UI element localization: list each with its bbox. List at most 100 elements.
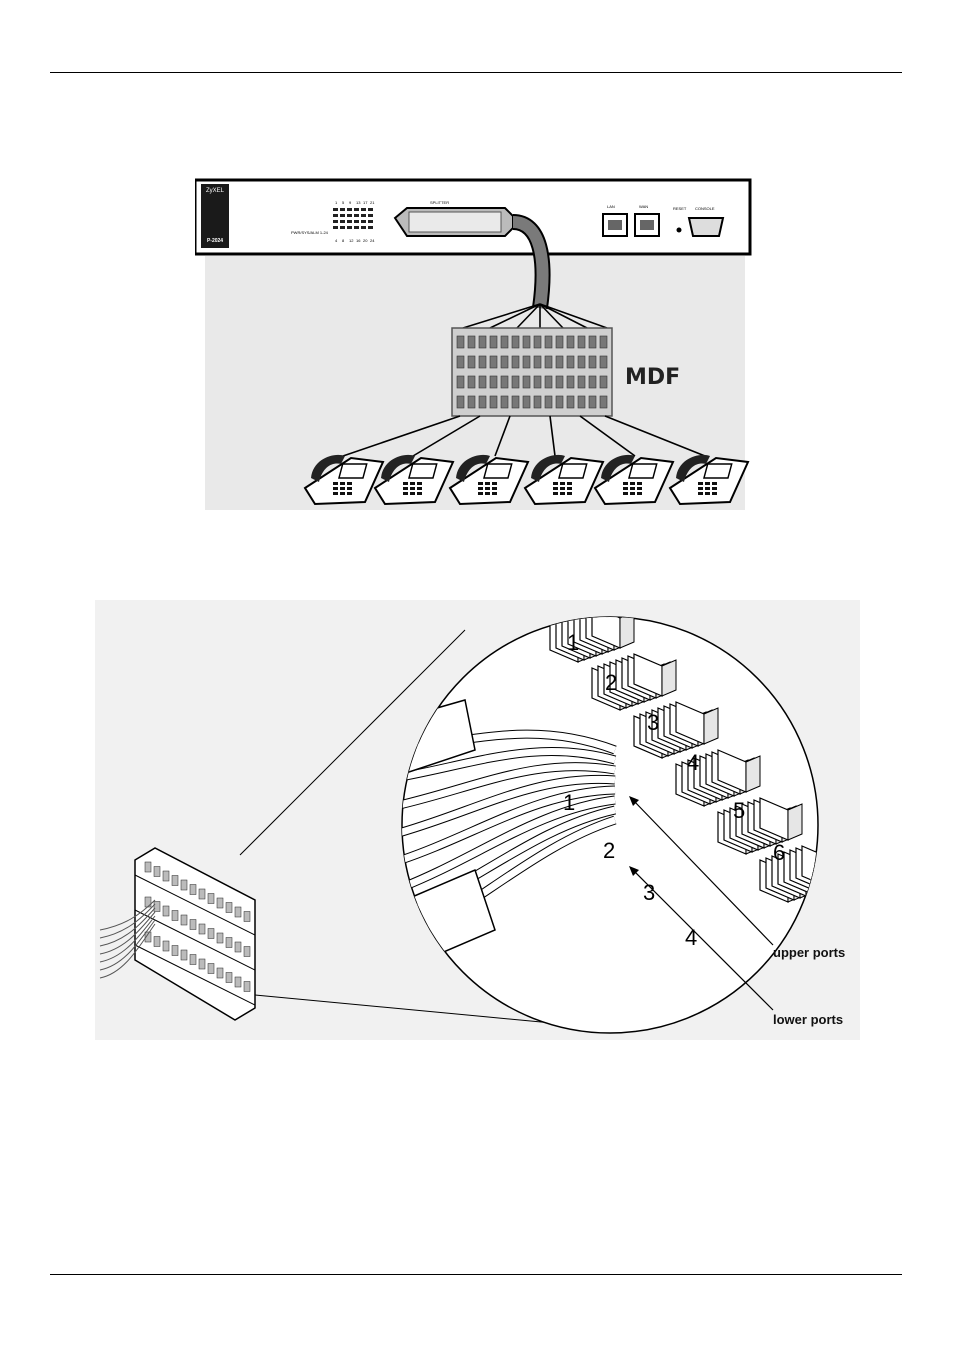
- mdf-terminal: [501, 396, 508, 408]
- brand-logo: ZyXEL: [206, 188, 225, 194]
- mdf-terminal: [512, 396, 519, 408]
- led: [368, 220, 373, 223]
- mdf-terminal: [523, 336, 530, 348]
- mdf-terminal: [578, 396, 585, 408]
- mdf-terminal: [501, 336, 508, 348]
- upper-ports-label: upper ports: [773, 945, 845, 960]
- mdf-terminal: [468, 336, 475, 348]
- led: [368, 226, 373, 229]
- mdf-terminal: [479, 356, 486, 368]
- model-label: P-2024: [207, 238, 223, 244]
- upper-port-number: 1: [567, 630, 579, 655]
- mdf-terminal: [567, 356, 574, 368]
- reset-button: [677, 228, 682, 233]
- mdf-terminal: [490, 396, 497, 408]
- mdf-terminal: [556, 396, 563, 408]
- led-number-bottom: 20: [363, 238, 368, 243]
- led: [354, 226, 359, 229]
- led: [361, 208, 366, 211]
- mdf-terminal: [556, 336, 563, 348]
- lower-ports-label: lower ports: [773, 1012, 843, 1027]
- mdf-terminal: [589, 396, 596, 408]
- lan-port: [603, 214, 627, 236]
- mdf-terminal: [468, 376, 475, 388]
- upper-port-number: 3: [647, 710, 659, 735]
- lower-port-number: 3: [643, 880, 655, 905]
- led: [368, 214, 373, 217]
- mdf-terminal: [523, 376, 530, 388]
- mdf-terminal: [479, 376, 486, 388]
- mdf-terminal: [523, 396, 530, 408]
- mdf-terminal: [545, 376, 552, 388]
- mdf-terminal: [457, 376, 464, 388]
- mdf-terminal: [545, 396, 552, 408]
- mdf-terminal: [490, 336, 497, 348]
- mdf-terminal: [457, 396, 464, 408]
- led-legend: PWR/SYS/ALM 1-24: [291, 230, 329, 235]
- header-rule: [50, 72, 902, 73]
- mdf-terminal: [600, 396, 607, 408]
- led-number-top: 17: [363, 200, 368, 205]
- reset-label: RESET: [673, 206, 687, 211]
- mdf-terminal: [457, 336, 464, 348]
- led-number-bottom: 24: [370, 238, 375, 243]
- led: [340, 214, 345, 217]
- led: [333, 208, 338, 211]
- mdf-terminal: [600, 376, 607, 388]
- mdf-terminal: [578, 356, 585, 368]
- lower-port-number: 1: [563, 790, 575, 815]
- mdf-terminal: [578, 376, 585, 388]
- mdf-terminal: [545, 356, 552, 368]
- connector-label: SPLITTER: [430, 200, 449, 205]
- mdf-block: [452, 328, 612, 416]
- led: [347, 208, 352, 211]
- mdf-terminal: [556, 376, 563, 388]
- footer-rule: [50, 1274, 902, 1275]
- mdf-terminal: [578, 336, 585, 348]
- mdf-terminal: [512, 336, 519, 348]
- mdf-terminal: [512, 376, 519, 388]
- mdf-terminal: [556, 356, 563, 368]
- lan-label: LAN: [607, 204, 615, 209]
- upper-port-number: 2: [605, 670, 617, 695]
- led: [333, 214, 338, 217]
- led: [361, 220, 366, 223]
- mdf-terminal: [479, 396, 486, 408]
- mdf-terminal: [589, 376, 596, 388]
- led-number-top: 21: [370, 200, 375, 205]
- device-chassis: ZyXEL P-2024 1591317214812162024 PWR/SYS…: [195, 180, 750, 254]
- mdf-terminal: [567, 396, 574, 408]
- mdf-terminal: [457, 356, 464, 368]
- mdf-terminal: [567, 376, 574, 388]
- mdf-terminal: [534, 336, 541, 348]
- wan-label: WAN: [639, 204, 648, 209]
- mdf-terminal: [468, 356, 475, 368]
- mdf-terminal: [512, 356, 519, 368]
- mdf-terminal: [501, 376, 508, 388]
- led: [354, 208, 359, 211]
- mdf-terminal: [490, 376, 497, 388]
- led-number-bottom: 16: [356, 238, 361, 243]
- led: [347, 220, 352, 223]
- mdf-terminal: [523, 356, 530, 368]
- mdf-terminal: [534, 356, 541, 368]
- led-number-top: 13: [356, 200, 361, 205]
- led: [340, 208, 345, 211]
- led: [368, 208, 373, 211]
- mdf-terminal: [545, 336, 552, 348]
- upper-port-number: 6: [773, 840, 785, 865]
- mdf-terminal: [468, 396, 475, 408]
- mdf-terminal: [567, 336, 574, 348]
- lower-port-number: 2: [603, 838, 615, 863]
- led: [361, 214, 366, 217]
- led: [347, 226, 352, 229]
- wan-port: [635, 214, 659, 236]
- mdf-label: MDF: [625, 365, 680, 390]
- led: [361, 226, 366, 229]
- led: [333, 226, 338, 229]
- led: [333, 220, 338, 223]
- mdf-terminal: [479, 336, 486, 348]
- led-number-bottom: 12: [349, 238, 354, 243]
- upper-port-number: 5: [733, 798, 745, 823]
